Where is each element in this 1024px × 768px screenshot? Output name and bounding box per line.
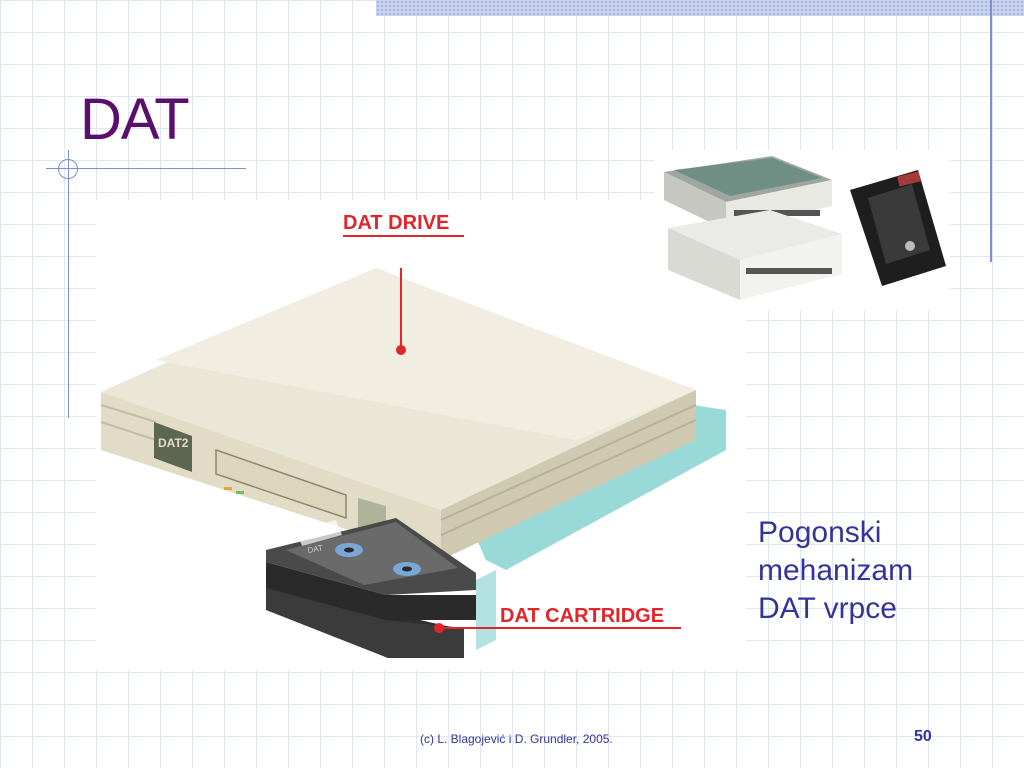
body-line: mehanizam	[758, 554, 914, 587]
cartridge-label: DAT	[307, 543, 324, 555]
header-band	[376, 0, 1024, 16]
dat-drive-illustration: DAT2 DAT DAT DRIVE DAT CARTRIDGE	[100, 212, 726, 658]
page-number: 50	[914, 728, 932, 745]
body-line: DAT vrpce	[758, 592, 897, 625]
decor-line-left	[68, 150, 69, 418]
decor-line-right	[990, 0, 992, 262]
dat-drive-callout: DAT DRIVE	[343, 212, 449, 234]
decor-crosshair	[58, 159, 78, 179]
body-line: Pogonski	[758, 516, 882, 549]
decor-line-title	[46, 168, 246, 169]
footer-copyright: (c) L. Blagojević i D. Grundler, 2005.	[420, 732, 613, 746]
slide-body-text: Pogonski mehanizam DAT vrpce	[758, 514, 913, 628]
dat-diagram: DAT2 DAT DAT DRIVE DAT CARTRIDGE	[96, 200, 746, 670]
dat-drives-photo	[654, 150, 950, 310]
slide-title: DAT	[80, 87, 190, 152]
drives-photo-illustration	[664, 156, 946, 300]
drive-badge-text: DAT2	[158, 436, 189, 450]
dat-cartridge-callout: DAT CARTRIDGE	[500, 605, 664, 627]
